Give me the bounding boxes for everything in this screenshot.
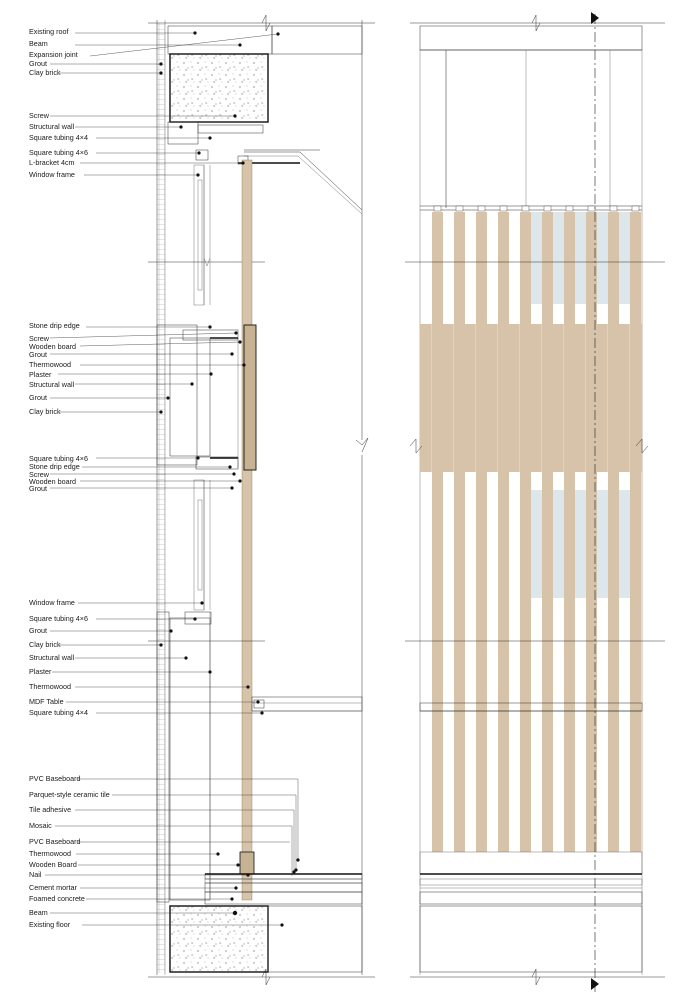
slat: [454, 212, 465, 852]
label-structural-wall: Structural wall: [29, 122, 75, 131]
slat: [564, 212, 575, 852]
label-grout: Grout: [29, 484, 47, 493]
label-plaster: Plaster: [29, 370, 52, 379]
slat: [542, 212, 553, 852]
label-stone-drip-edge: Stone drip edge: [29, 462, 80, 471]
slat-clip: [521, 205, 530, 212]
label-grout: Grout: [29, 393, 47, 402]
slat-clip: [477, 205, 486, 212]
label-clay-brick: Clay brick: [29, 640, 61, 649]
leader-dots: [159, 31, 300, 927]
label-mosaic: Mosaic: [29, 821, 52, 830]
slat-clip: [609, 205, 618, 212]
slat-clip: [499, 205, 508, 212]
label-cement-mortar: Cement mortar: [29, 883, 78, 892]
label-wooden-board: Wooden Board: [29, 860, 77, 869]
label-window-frame: Window frame: [29, 598, 75, 607]
slat: [476, 212, 487, 852]
section-drawing: [148, 14, 375, 986]
label-window-frame: Window frame: [29, 170, 75, 179]
label-square-tubing-4x6: Square tubing 4×6: [29, 614, 88, 623]
label-clay-brick: Clay brick: [29, 407, 61, 416]
label-existing-floor: Existing floor: [29, 920, 71, 929]
section-arrow-top-icon: [591, 12, 599, 24]
slat-clip: [455, 205, 464, 212]
label-pvc-baseboard: PVC Baseboard: [29, 837, 81, 846]
section-labels: Existing roof Beam Expansion joint Grout…: [29, 27, 110, 929]
slat: [608, 212, 619, 852]
label-screw: Screw: [29, 470, 50, 479]
label-square-tubing-4x6: Square tubing 4×6: [29, 148, 88, 157]
label-grout: Grout: [29, 59, 47, 68]
label-nail: Nail: [29, 870, 42, 879]
label-wooden-board: Wooden board: [29, 342, 76, 351]
slat-clip: [587, 205, 596, 212]
section-arrow-bottom-icon: [591, 978, 599, 990]
slat-clip: [631, 205, 640, 212]
label-beam: Beam: [29, 908, 48, 917]
slat: [432, 212, 443, 852]
slat-clip: [433, 205, 442, 212]
label-square-tubing-4x6: Square tubing 4×6: [29, 454, 88, 463]
label-grout: Grout: [29, 626, 47, 635]
label-wooden-board: Wooden board: [29, 477, 76, 486]
label-expansion-joint: Expansion joint: [29, 50, 78, 59]
label-plaster: Plaster: [29, 667, 52, 676]
slat: [586, 212, 597, 852]
label-square-tubing-4x4: Square tubing 4×4: [29, 133, 88, 142]
label-grout: Grout: [29, 350, 47, 359]
label-structural-wall: Structural wall: [29, 653, 75, 662]
slat-clip: [543, 205, 552, 212]
slat: [520, 212, 531, 852]
slat: [630, 212, 641, 852]
label-tile-adhesive: Tile adhesive: [29, 805, 71, 814]
label-parquet-tile: Parquet-style ceramic tile: [29, 790, 110, 799]
label-screw: Screw: [29, 111, 50, 120]
label-thermowood: Thermowood: [29, 849, 71, 858]
label-screw: Screw: [29, 334, 50, 343]
leader-lines: [45, 32, 299, 926]
label-foamed-concrete: Foamed concrete: [29, 894, 85, 903]
thermowood-slats: [431, 205, 641, 852]
label-stone-drip-edge: Stone drip edge: [29, 321, 80, 330]
label-thermowood: Thermowood: [29, 360, 71, 369]
label-existing-roof: Existing roof: [29, 27, 69, 36]
label-thermowood: Thermowood: [29, 682, 71, 691]
label-mdf-table: MDF Table: [29, 697, 64, 706]
label-structural-wall: Structural wall: [29, 380, 75, 389]
label-clay-brick: Clay brick: [29, 68, 61, 77]
slat: [498, 212, 509, 852]
elevation-drawing: [405, 12, 665, 992]
slat-clip: [565, 205, 574, 212]
label-pvc-baseboard: PVC Baseboard: [29, 774, 81, 783]
label-square-tubing-4x4: Square tubing 4×4: [29, 708, 88, 717]
label-beam: Beam: [29, 39, 48, 48]
label-l-bracket: L-bracket 4cm: [29, 158, 75, 167]
